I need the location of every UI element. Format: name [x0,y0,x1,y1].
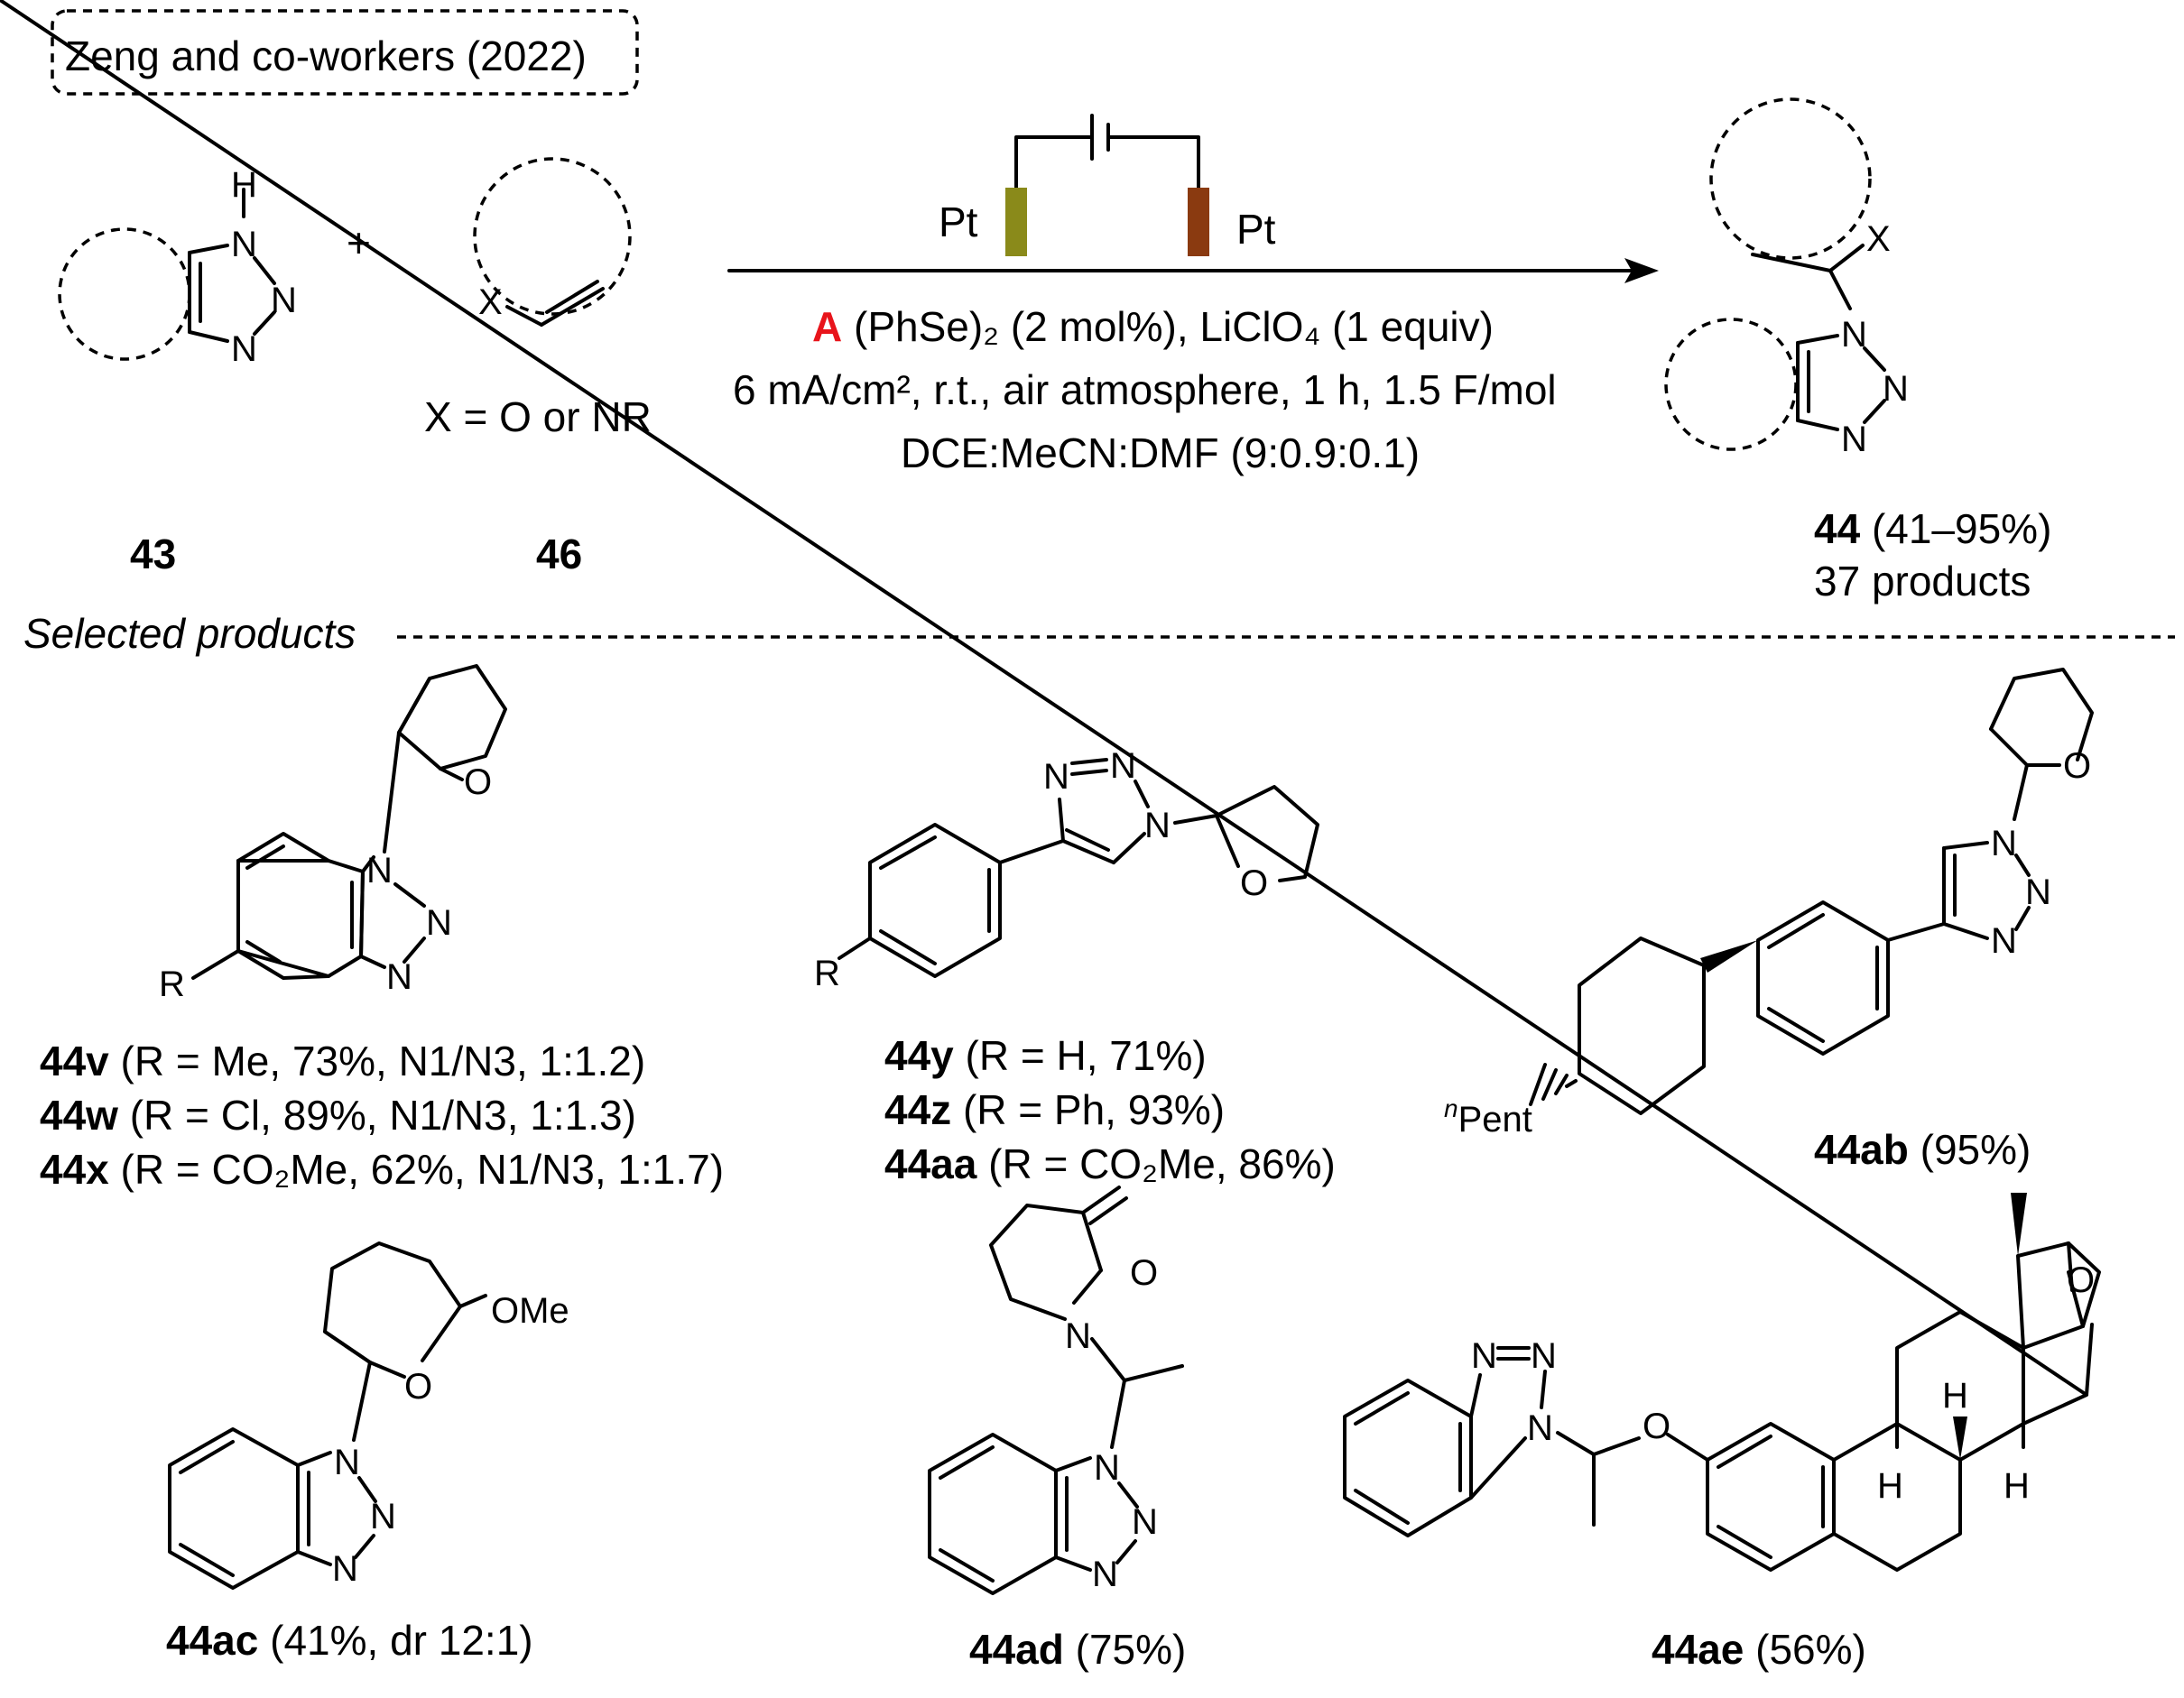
compound-label-46: 46 [536,531,582,577]
reaction-arrow [727,258,1659,283]
atom-X: X [1866,219,1891,259]
atom-N3: N [1991,921,2017,961]
generic-ring [1664,318,1798,451]
atom-X: X [478,282,503,322]
scheme-title: Zeng and co-workers (2022) [65,32,587,79]
product-label-44ac: 44ac (41%, dr 12:1) [166,1617,533,1664]
atom-R: R [814,954,840,993]
atom-N2: N [370,1497,396,1537]
atom-N2: N [271,281,297,320]
electrochemical-cell: Pt Pt [939,114,1276,256]
atom-nPent: nPent [1444,1094,1532,1140]
atom-OMe: OMe [491,1291,569,1331]
atom-N3: N [1841,420,1867,459]
hashed-bond [1529,1063,1578,1106]
atom-N: N [1531,1336,1557,1376]
product-label-44aa: 44aa (R = CO₂Me, 86%) [884,1140,1336,1187]
atom-N3: N [332,1549,358,1589]
product-count: 37 products [1814,558,2031,604]
atom-N1: N [1144,806,1171,845]
title-box [51,9,639,96]
reactant-46-structure: X [473,157,632,327]
atom-N2: N [1883,369,1909,409]
atom-N1: N [366,851,393,891]
catalyst-conditions: (PhSe)₂ (2 mol%), LiClO₄ (1 equiv) [842,303,1494,350]
section-title: Selected products [23,610,356,657]
atom-N: N [1471,1336,1497,1376]
cathode-electrode [1188,188,1209,256]
condition-line-1: A (PhSe)₂ (2 mol%), LiClO₄ (1 equiv) [812,303,1494,350]
structure-44ad: O N N N N [928,1186,1184,1595]
product-label-44v: 44v (R = Me, 73%, N1/N3, 1:1.2) [40,1038,645,1084]
atom-O: O [1643,1407,1670,1446]
atom-O: O [404,1367,432,1407]
atom-O: O [1130,1253,1158,1293]
reactant-43-structure: H N N N [58,165,297,369]
atom-N2: N [2025,872,2051,912]
atom-N2: N [1132,1502,1158,1542]
catalyst-letter: A [812,303,842,350]
x-definition: X = O or NR [424,393,652,440]
atom-N3: N [386,957,412,997]
electrode-label-left: Pt [939,198,978,245]
atom-N1: N [1527,1408,1553,1448]
atom-O: O [464,762,492,802]
compound-label-44: 44 (41–95%) [1814,505,2051,552]
atom-O: O [1240,863,1268,903]
atom-H: H [1942,1376,1968,1416]
condition-line-2: 6 mA/cm², r.t., air atmosphere, 1 h, 1.5… [733,366,1557,413]
product-label-44z: 44z (R = Ph, 93%) [884,1086,1225,1133]
atom-N3: N [1092,1555,1118,1594]
structure-44ab: O N N N nPent [1444,668,2094,1140]
atom-N: N [1043,757,1069,797]
atom-N2: N [426,903,452,943]
structure-44v-x: O N N N R [159,664,507,1004]
atom-O: O [2063,746,2091,786]
condition-line-3: DCE:MeCN:DMF (9:0.9:0.1) [901,429,1420,476]
product-label-44x: 44x (R = CO₂Me, 62%, N1/N3, 1:1.7) [40,1146,724,1193]
atom-H: H [1877,1466,1903,1506]
atom-R: R [159,964,185,1004]
compound-label-43: 43 [130,531,176,577]
atom-N: N [1065,1316,1091,1356]
structure-44y-aa: N N N O R [814,746,1319,993]
atom-N1: N [1094,1448,1120,1488]
anode-electrode [1005,188,1027,256]
structure-44ae: N N N O O [0,0,2101,1572]
generic-ring [58,227,191,361]
plus-sign: + [347,219,371,266]
structure-44ac: O OMe N N N [168,1241,569,1590]
product-label-44ad: 44ad (75%) [969,1626,1186,1673]
atom-N1: N [231,225,257,264]
atom-N3: N [231,329,257,369]
product-label-44ae: 44ae (56%) [1652,1626,1866,1673]
atom-H: H [231,165,257,205]
generic-ring [473,157,632,316]
atom-N1: N [1991,824,2017,863]
product-label-44y: 44y (R = H, 71%) [884,1032,1207,1079]
atom-N1: N [334,1443,360,1482]
atom-H: H [2004,1466,2030,1506]
product-44-structure: X N N N [1664,97,1909,459]
product-label-44w: 44w (R = Cl, 89%, N1/N3, 1:1.3) [40,1092,636,1139]
generic-ring [1709,97,1872,260]
atom-O: O [2067,1260,2095,1300]
product-label-44ab: 44ab (95%) [1814,1126,2031,1173]
electrode-label-right: Pt [1236,206,1276,253]
